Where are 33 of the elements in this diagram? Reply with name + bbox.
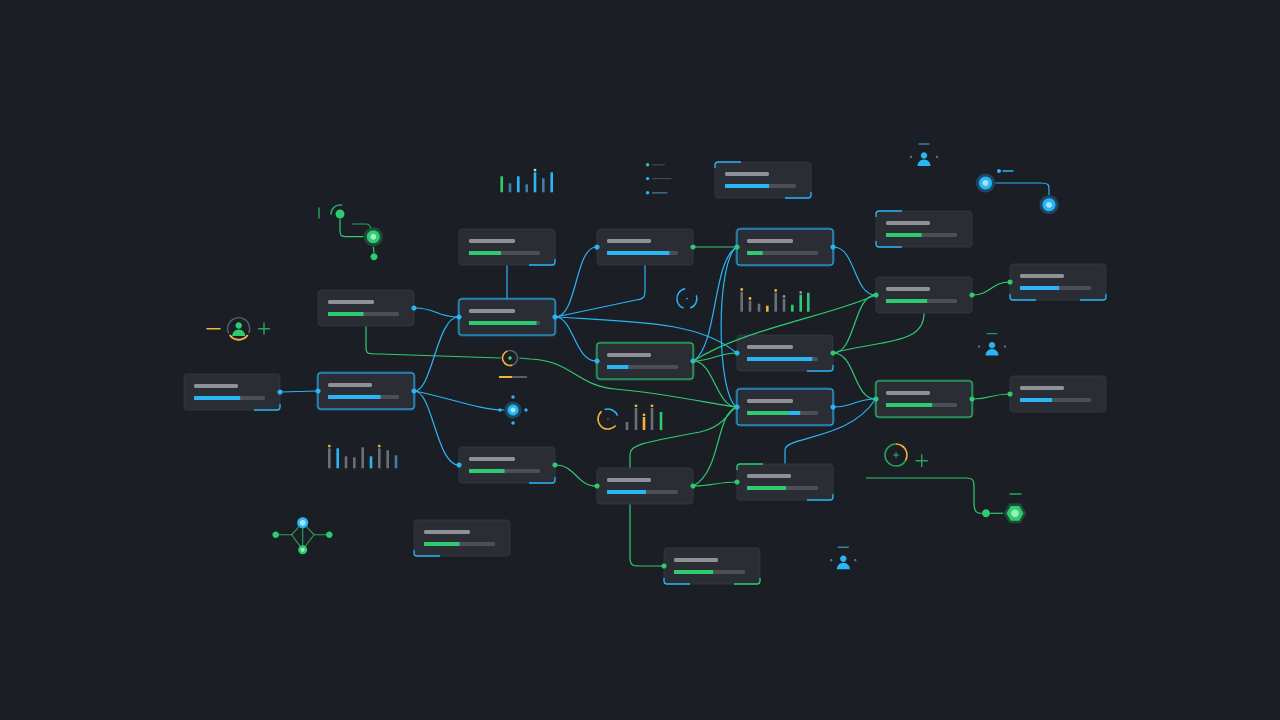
connector [692, 246, 738, 248]
connector [413, 307, 460, 318]
connector [339, 218, 364, 238]
connector [989, 512, 1004, 514]
connector [279, 390, 319, 393]
connector [413, 390, 505, 411]
connector [518, 357, 738, 408]
connector [629, 406, 738, 469]
glowing-dot [363, 227, 383, 247]
gauge-ring [501, 349, 519, 367]
connector [692, 481, 738, 487]
connector [413, 316, 460, 392]
connector [692, 294, 877, 362]
connector [971, 393, 1011, 400]
glowing-dot [1039, 195, 1059, 215]
connector [554, 464, 598, 487]
connector [372, 246, 375, 254]
connector [832, 398, 877, 408]
connector [365, 325, 502, 359]
hexagon-marker [1003, 503, 1027, 524]
connector [720, 246, 738, 408]
connector [506, 264, 508, 300]
glowing-dot [498, 395, 528, 425]
glowing-dot [976, 173, 995, 193]
connector [832, 312, 925, 354]
connector [865, 477, 983, 514]
connector [554, 264, 646, 318]
connector [629, 503, 665, 567]
connector [784, 398, 877, 465]
connector [971, 281, 1011, 296]
connector [554, 316, 738, 354]
connector [692, 406, 738, 487]
connector [832, 246, 877, 296]
